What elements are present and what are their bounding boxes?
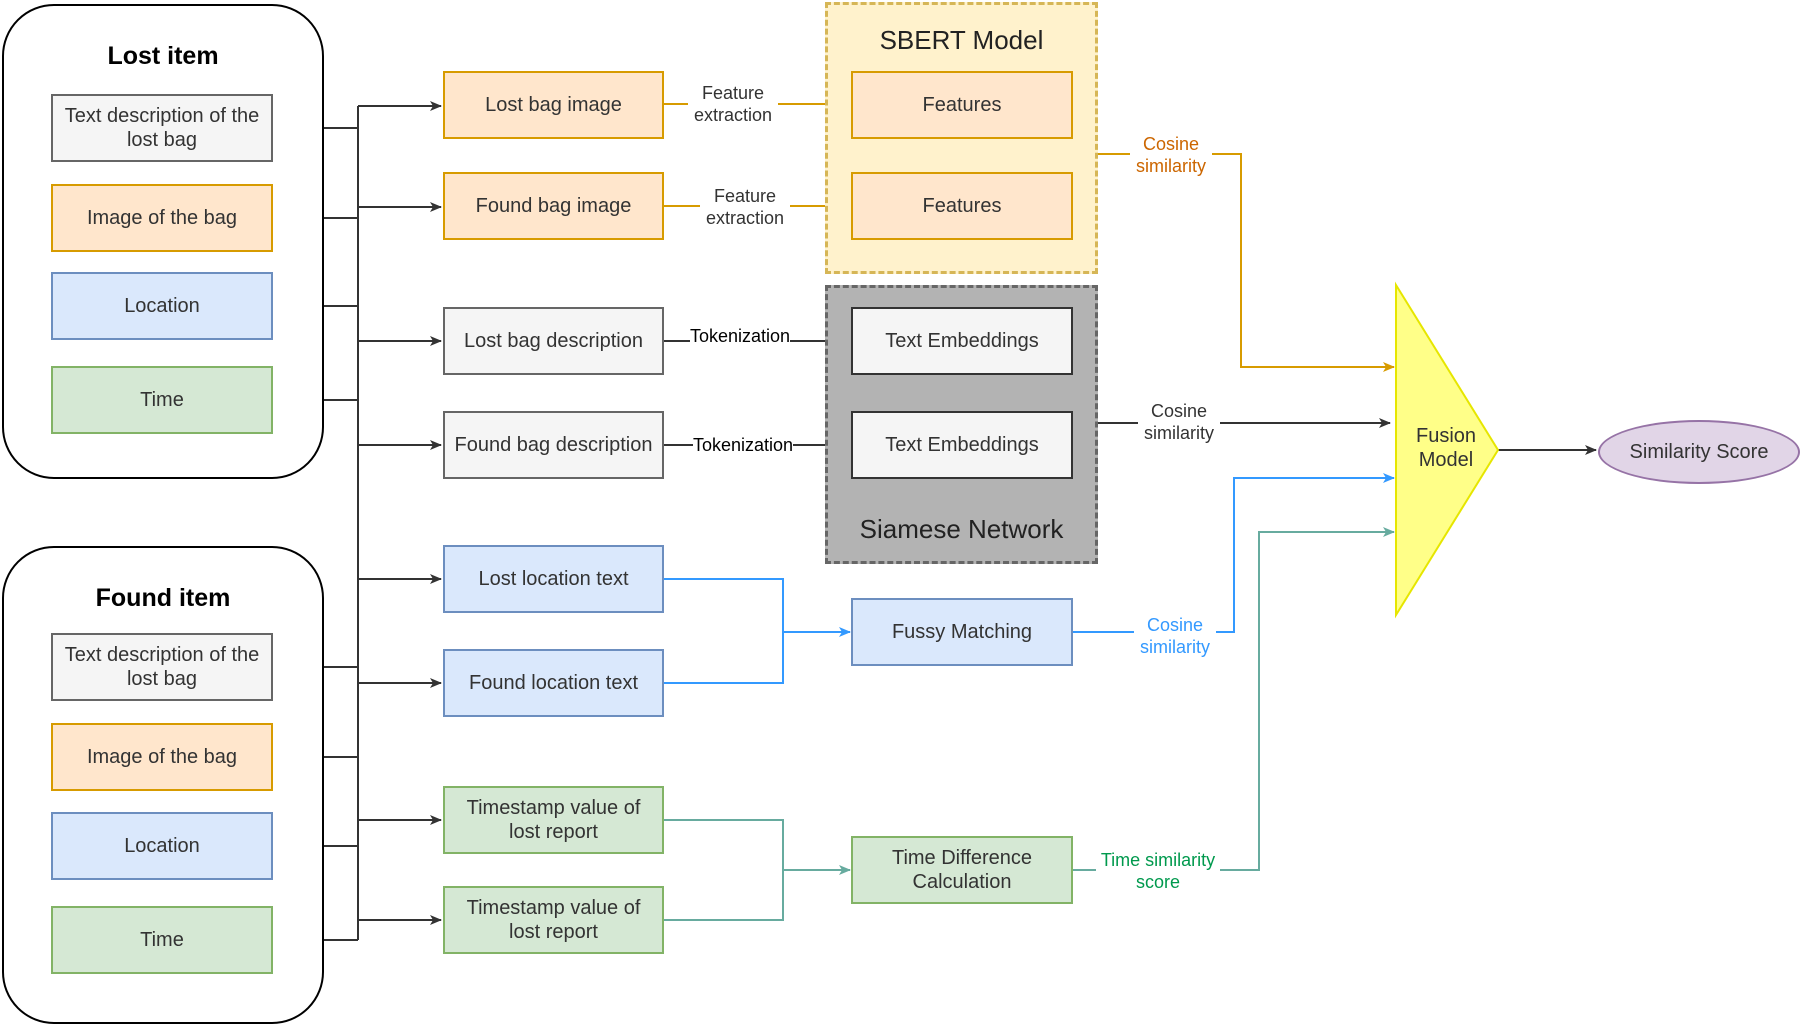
found-image-of-bag[interactable]: Image of the bag bbox=[51, 723, 273, 791]
found-time[interactable]: Time bbox=[51, 906, 273, 974]
lost-location-label: Location bbox=[124, 295, 200, 317]
lost-location[interactable]: Location bbox=[51, 272, 273, 340]
found-bag-description-label: Found bag description bbox=[454, 434, 653, 456]
similarity-score-label: Similarity Score bbox=[1629, 440, 1769, 463]
bus-arrows bbox=[358, 101, 442, 925]
features-label-2: Features bbox=[922, 195, 1002, 217]
features-box-2[interactable]: Features bbox=[851, 172, 1073, 240]
time-difference-box[interactable]: Time Difference Calculation bbox=[851, 836, 1073, 904]
found-bag-description-box[interactable]: Found bag description bbox=[443, 411, 664, 479]
found-time-label: Time bbox=[140, 929, 184, 951]
found-image-of-bag-label: Image of the bag bbox=[86, 746, 238, 768]
lost-timestamp-box[interactable]: Timestamp value of lost report bbox=[443, 786, 664, 854]
lost-bag-description-label: Lost bag description bbox=[463, 330, 643, 352]
found-location[interactable]: Location bbox=[51, 812, 273, 880]
lost-location-text-box[interactable]: Lost location text bbox=[443, 545, 664, 613]
features-label-1: Features bbox=[922, 94, 1002, 116]
text-embeddings-label-2: Text Embeddings bbox=[885, 434, 1039, 456]
fusion-model-shape[interactable] bbox=[1395, 281, 1500, 619]
lost-image-of-bag-label: Image of the bag bbox=[86, 207, 238, 229]
found-timestamp-label: Timestamp value of lost report bbox=[466, 897, 641, 943]
found-text-description[interactable]: Text description of the lost bag bbox=[51, 633, 273, 701]
text-embeddings-box-2[interactable]: Text Embeddings bbox=[851, 411, 1073, 479]
lost-text-description-label: Text description of the lost bag bbox=[64, 105, 260, 151]
lost-bag-description-box[interactable]: Lost bag description bbox=[443, 307, 664, 375]
lost-time-label: Time bbox=[140, 389, 184, 411]
lost-text-description[interactable]: Text description of the lost bag bbox=[51, 94, 273, 162]
tokenization-label-2: Tokenization bbox=[693, 434, 794, 456]
similarity-score-node[interactable]: Similarity Score bbox=[1598, 420, 1800, 484]
lost-location-text-label: Lost location text bbox=[478, 568, 629, 590]
text-embeddings-label-1: Text Embeddings bbox=[885, 330, 1039, 352]
lost-bag-image-box[interactable]: Lost bag image bbox=[443, 71, 664, 139]
siamese-network-title: Siamese Network bbox=[859, 514, 1064, 544]
found-location-label: Location bbox=[124, 835, 200, 857]
fuzzy-matching-label: Fussy Matching bbox=[891, 621, 1033, 643]
found-item-title: Found item bbox=[95, 584, 231, 612]
lost-time[interactable]: Time bbox=[51, 366, 273, 434]
found-bag-image-box[interactable]: Found bag image bbox=[443, 172, 664, 240]
lost-timestamp-label: Timestamp value of lost report bbox=[466, 797, 641, 843]
found-timestamp-box[interactable]: Timestamp value of lost report bbox=[443, 886, 664, 954]
fuzzy-matching-box[interactable]: Fussy Matching bbox=[851, 598, 1073, 666]
lost-image-of-bag[interactable]: Image of the bag bbox=[51, 184, 273, 252]
cosine-location-label: Cosine similarity bbox=[1134, 614, 1216, 658]
time-difference-label: Time Difference Calculation bbox=[891, 847, 1033, 893]
fusion-model-label: Fusion Model bbox=[1415, 425, 1477, 471]
found-location-text-label: Found location text bbox=[469, 672, 638, 694]
feature-extraction-label-2: Feature extraction bbox=[700, 185, 790, 229]
time-score-label: Time similarity score bbox=[1096, 849, 1220, 893]
tokenization-label-1: Tokenization bbox=[690, 325, 791, 347]
found-bag-image-label: Found bag image bbox=[475, 195, 632, 217]
features-box-1[interactable]: Features bbox=[851, 71, 1073, 139]
sbert-model-title: SBERT Model bbox=[879, 25, 1044, 55]
found-location-text-box[interactable]: Found location text bbox=[443, 649, 664, 717]
feature-extraction-label-1: Feature extraction bbox=[688, 82, 778, 126]
text-embeddings-box-1[interactable]: Text Embeddings bbox=[851, 307, 1073, 375]
lost-bag-image-label: Lost bag image bbox=[485, 94, 622, 116]
cosine-text-label: Cosine similarity bbox=[1138, 400, 1220, 444]
found-text-description-label: Text description of the lost bag bbox=[64, 644, 260, 690]
cosine-image-label: Cosine similarity bbox=[1130, 133, 1212, 177]
lost-item-title: Lost item bbox=[107, 42, 219, 70]
